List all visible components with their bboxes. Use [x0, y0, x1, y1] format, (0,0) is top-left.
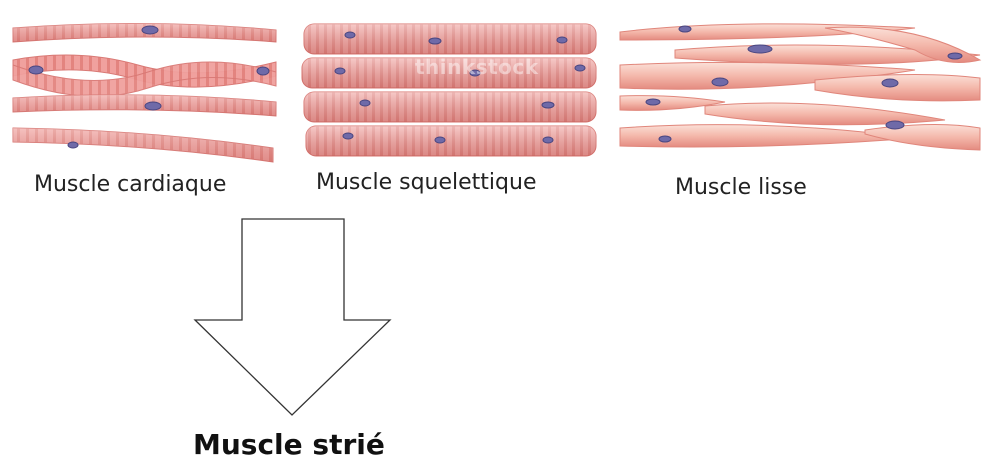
down-arrow [190, 215, 395, 420]
cardiac-muscle-illustration [8, 10, 283, 170]
cardiac-fibers [13, 23, 276, 162]
smooth-fibers [620, 24, 980, 150]
label-cardiac-muscle: Muscle cardiaque [34, 172, 226, 197]
label-striated-muscle: Muscle strié [193, 428, 385, 461]
watermark: thinkstock [415, 55, 539, 79]
label-smooth-muscle: Muscle lisse [675, 175, 807, 200]
label-skeletal-muscle: Muscle squelettique [316, 170, 536, 195]
skeletal-muscle-illustration [300, 10, 605, 165]
smooth-muscle-illustration [615, 10, 985, 155]
